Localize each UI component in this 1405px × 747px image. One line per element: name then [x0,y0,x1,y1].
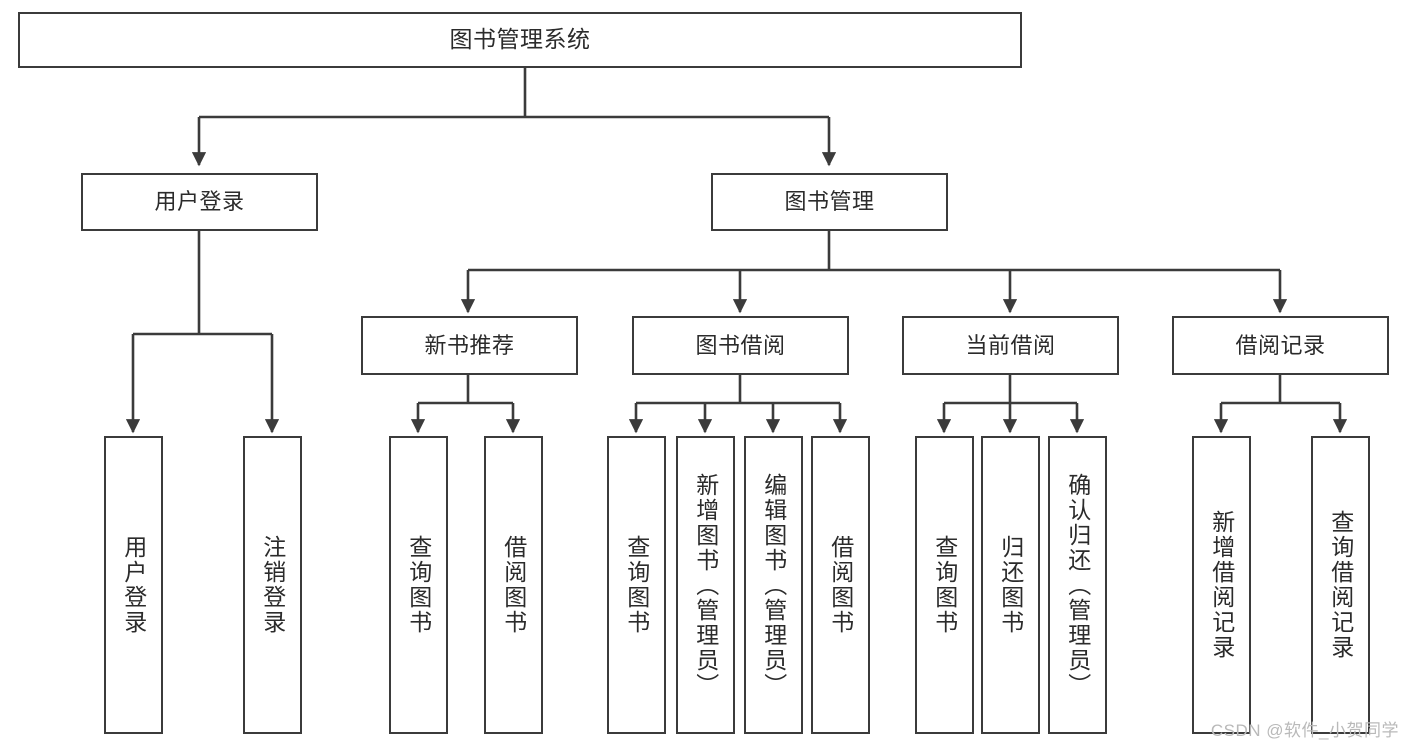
node-label: 编辑图书（管理员） [760,472,787,698]
leaf-logout-login[interactable]: 注销登录 [243,436,302,734]
leaf-add-borrow-record[interactable]: 新增借阅记录 [1192,436,1251,734]
leaf-confirm-return[interactable]: 确认归还（管理员） [1048,436,1107,734]
node-label: 借阅图书 [827,535,854,635]
node-label: 查询图书 [405,535,432,635]
leaf-edit-book[interactable]: 编辑图书（管理员） [744,436,803,734]
node-label: 借阅记录 [1235,332,1326,358]
node-label: 图书管理 [784,189,875,215]
leaf-return-book[interactable]: 归还图书 [981,436,1040,734]
node-label: 注销登录 [259,535,286,635]
leaf-query-book-recommend[interactable]: 查询图书 [389,436,448,734]
node-label: 图书管理系统 [449,26,591,53]
node-current-borrow[interactable]: 当前借阅 [902,316,1119,375]
node-label: 借阅图书 [500,535,527,635]
leaf-borrow-book-recommend[interactable]: 借阅图书 [484,436,543,734]
node-label: 用户登录 [154,189,245,215]
csdn-watermark: CSDN @软件_小贺同学 [1210,721,1399,740]
leaf-user-login[interactable]: 用户登录 [104,436,163,734]
node-label: 新增图书（管理员） [692,472,719,698]
node-label: 查询图书 [623,535,650,635]
leaf-query-book-borrow[interactable]: 查询图书 [607,436,666,734]
node-book-manage[interactable]: 图书管理 [711,173,948,231]
node-label: 查询借阅记录 [1327,510,1354,660]
leaf-query-borrow-record[interactable]: 查询借阅记录 [1311,436,1370,734]
node-label: 确认归还（管理员） [1064,472,1091,698]
node-borrow-record[interactable]: 借阅记录 [1172,316,1389,375]
node-book-borrow[interactable]: 图书借阅 [632,316,849,375]
node-new-book-recommend[interactable]: 新书推荐 [361,316,578,375]
node-label: 归还图书 [997,535,1024,635]
node-label: 用户登录 [120,535,147,635]
node-user-login[interactable]: 用户登录 [81,173,318,231]
node-label: 新书推荐 [424,332,515,358]
node-root-system[interactable]: 图书管理系统 [18,12,1022,68]
node-label: 查询图书 [931,535,958,635]
node-label: 图书借阅 [695,332,786,358]
leaf-add-book[interactable]: 新增图书（管理员） [676,436,735,734]
node-label: 新增借阅记录 [1208,510,1235,660]
node-label: 当前借阅 [965,332,1056,358]
leaf-borrow-book[interactable]: 借阅图书 [811,436,870,734]
leaf-query-book-current[interactable]: 查询图书 [915,436,974,734]
